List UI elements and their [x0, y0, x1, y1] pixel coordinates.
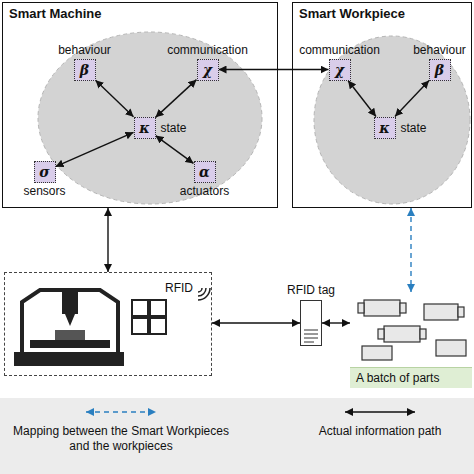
workpiece-circle — [314, 36, 470, 204]
legend-dashed-arrow — [86, 411, 156, 412]
part — [358, 303, 364, 313]
greek-symbol: κ — [139, 120, 150, 136]
information-arrow — [322, 322, 350, 323]
model-square: αactuators — [194, 161, 216, 183]
part — [362, 346, 392, 360]
machine-illustration-box: RFID — [4, 272, 212, 376]
aspect-label: communication — [167, 43, 248, 57]
machine-illustration — [14, 288, 210, 366]
model-square: βbehaviour — [429, 59, 451, 81]
part — [420, 329, 426, 339]
legend-solid-arrow — [345, 411, 415, 412]
information-arrow — [395, 81, 429, 117]
information-arrow — [56, 132, 134, 166]
magazine-cell — [132, 300, 148, 316]
information-arrow — [156, 80, 197, 118]
parts-batch: A batch of parts — [350, 292, 472, 388]
aspect-label: state — [161, 121, 187, 135]
parts-illustration — [358, 300, 466, 360]
model-square: βbehaviour — [74, 59, 96, 81]
greek-symbol: χ — [203, 62, 212, 78]
model-square: κstate — [374, 117, 396, 139]
greek-symbol: κ — [379, 120, 390, 136]
information-arrow — [348, 81, 376, 117]
magazine-cell — [132, 318, 148, 334]
machine-frame — [22, 290, 118, 352]
smart-machine-box: Smart Machineβbehaviourχcommunicationκst… — [2, 2, 278, 208]
model-square: σsensors — [34, 161, 56, 183]
machine-workpiece — [55, 330, 85, 340]
model-square: κstate — [134, 117, 156, 139]
magazine-cell — [150, 300, 166, 316]
legend-text: Actual information path — [290, 424, 470, 439]
part — [458, 307, 464, 317]
information-arrow — [212, 322, 300, 323]
aspect-label: communication — [299, 43, 380, 57]
part — [424, 304, 458, 320]
aspect-label: actuators — [180, 184, 229, 198]
part — [384, 326, 420, 342]
legend-band — [0, 398, 474, 474]
model-square: χcommunication — [197, 59, 219, 81]
information-arrow — [96, 80, 134, 117]
part — [436, 340, 466, 356]
machine-tool — [65, 314, 75, 326]
greek-symbol: α — [199, 164, 210, 180]
part — [378, 329, 384, 339]
rfid-label: RFID — [165, 281, 193, 295]
model-square: χcommunication — [329, 59, 351, 81]
aspect-label: behaviour — [58, 43, 111, 57]
information-arrow — [219, 69, 329, 70]
greek-symbol: β — [80, 62, 89, 78]
aspect-label: behaviour — [413, 43, 466, 57]
greek-symbol: β — [435, 62, 444, 78]
box-title: Smart Machine — [9, 6, 101, 22]
tag-label: RFID tag — [287, 283, 335, 297]
rfid-tag-icon — [300, 300, 322, 346]
rfid-tag: RFID tag — [300, 300, 322, 346]
part — [400, 303, 406, 313]
wireless-symbol — [198, 288, 210, 300]
tag-lines — [304, 330, 318, 342]
box-title: Smart Workpiece — [299, 6, 405, 22]
part — [364, 300, 400, 316]
aspect-label: sensors — [23, 184, 65, 198]
magazine-cell — [150, 318, 166, 334]
legend-text: Mapping between the Smart Workpieces and… — [6, 424, 236, 454]
mapping-arrow — [410, 208, 411, 292]
machine-base — [14, 352, 124, 366]
machine-circle — [38, 32, 262, 204]
information-arrow — [156, 136, 194, 164]
machine-spindle — [62, 292, 78, 314]
tag-body — [300, 300, 322, 346]
greek-symbol: σ — [39, 164, 49, 180]
batch-label: A batch of parts — [350, 367, 472, 388]
machine-table — [30, 340, 110, 348]
smart-workpiece-box: Smart Workpieceχcommunicationβbehaviourκ… — [292, 2, 472, 208]
information-arrow — [107, 208, 108, 272]
greek-symbol: χ — [335, 62, 344, 78]
aspect-label: state — [401, 121, 427, 135]
